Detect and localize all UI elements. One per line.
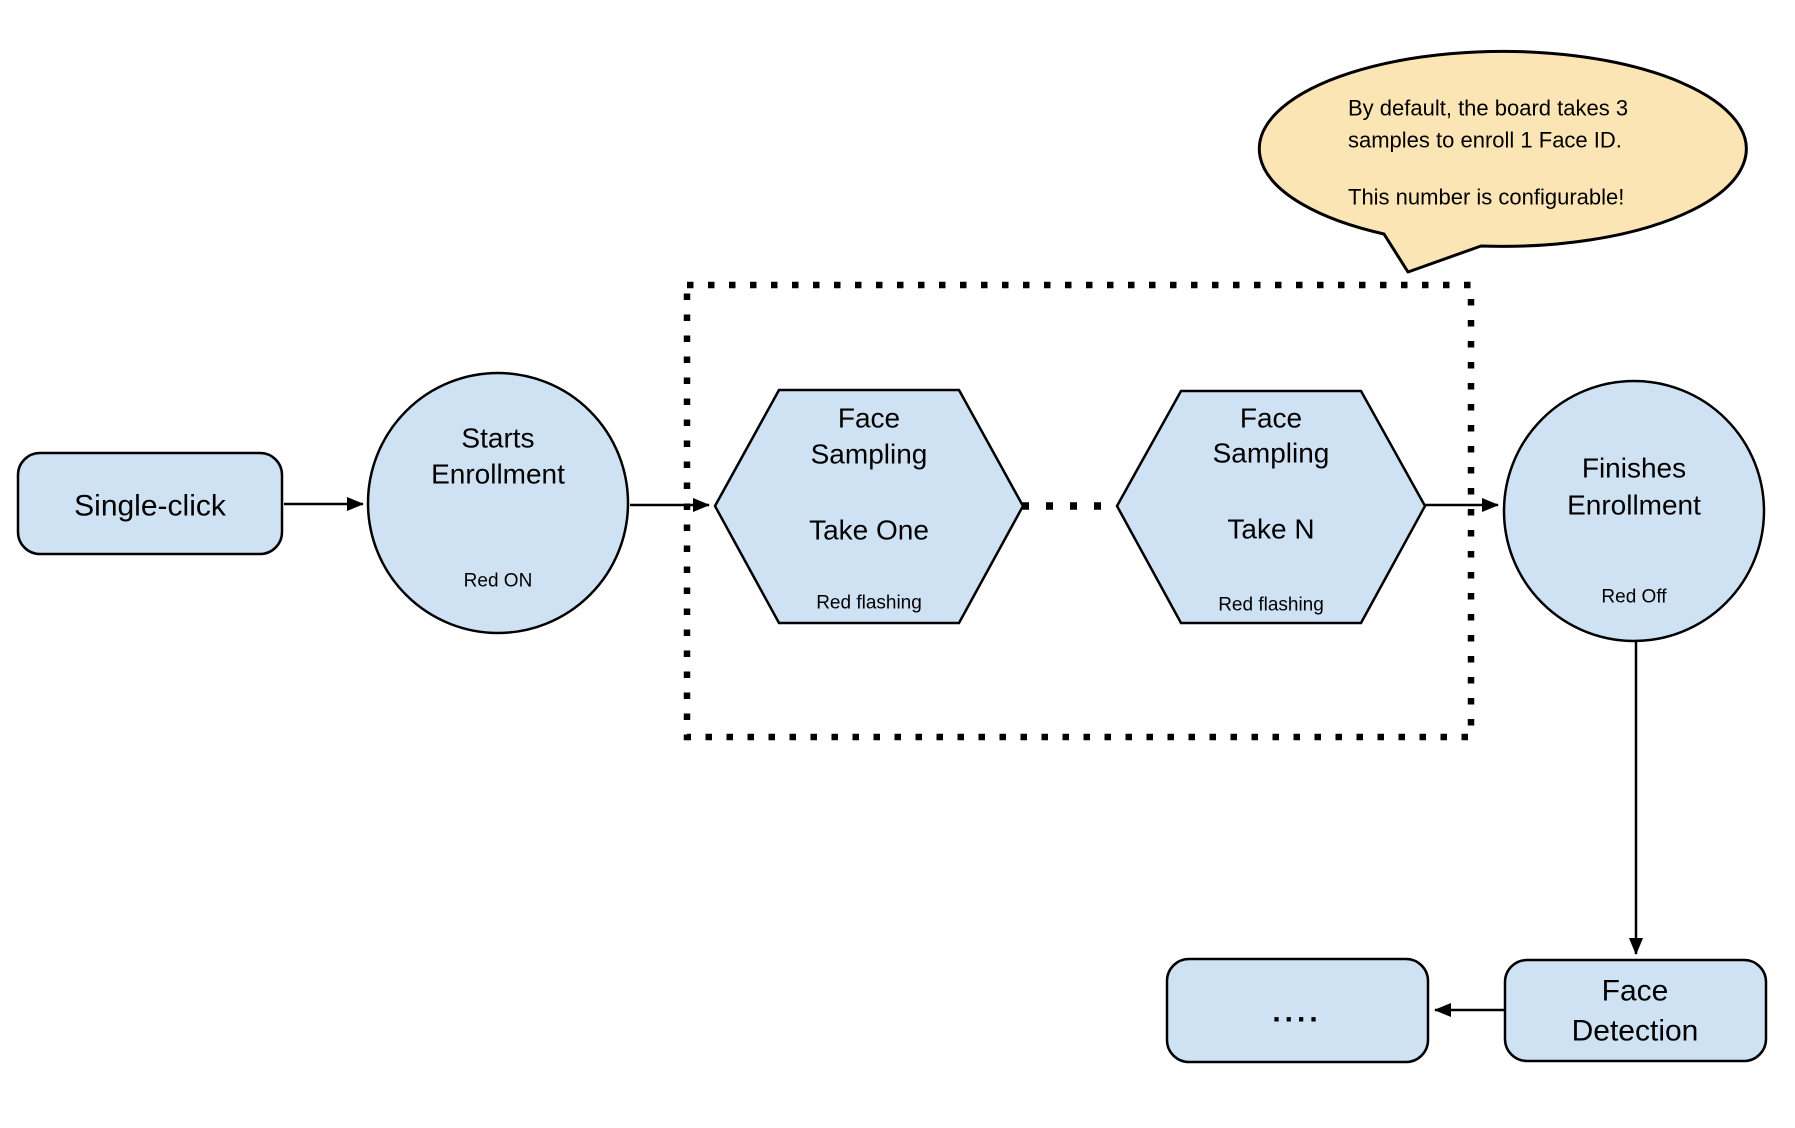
sampling-loop-dotted-boundary	[683, 281, 1475, 741]
node-starts-enrollment: Starts Enrollment Red ON	[366, 371, 630, 635]
starts-enrollment-shape	[366, 371, 630, 635]
node-face-sampling-take-one: Face Sampling Take One Red flashing	[713, 388, 1025, 625]
face-sampling-n-line-2: Sampling	[1213, 438, 1330, 469]
finishes-enrollment-shape	[1502, 379, 1766, 643]
face-detection-line-1: Face	[1602, 975, 1669, 1008]
face-sampling-n-status: Red flashing	[1218, 595, 1324, 616]
face-sampling-take-n-shape	[1115, 389, 1427, 625]
starts-enrollment-status: Red ON	[464, 571, 533, 592]
face-detection-line-2: Detection	[1572, 1015, 1699, 1048]
finishes-enrollment-status: Red Off	[1601, 587, 1667, 608]
finishes-enrollment-line-2: Enrollment	[1567, 490, 1701, 521]
node-finishes-enrollment: Finishes Enrollment Red Off	[1502, 379, 1766, 643]
node-continuation: ....	[1165, 957, 1430, 1064]
face-sampling-n-line-1: Face	[1240, 403, 1302, 434]
node-face-detection: Face Detection	[1503, 958, 1768, 1063]
face-sampling-one-line-1: Face	[838, 403, 900, 434]
face-sampling-one-status: Red flashing	[816, 593, 922, 614]
callout-bubble: By default, the board takes 3 samples to…	[1257, 49, 1748, 274]
starts-enrollment-line-2: Enrollment	[431, 459, 565, 490]
callout-balloon-shape	[1257, 49, 1748, 274]
node-face-sampling-take-n: Face Sampling Take N Red flashing	[1115, 389, 1427, 625]
single-click-shape	[16, 451, 284, 556]
face-sampling-take-one-shape	[713, 388, 1025, 625]
finishes-enrollment-line-1: Finishes	[1582, 453, 1686, 484]
callout-line-1: By default, the board takes 3	[1348, 96, 1628, 121]
callout-line-2: samples to enroll 1 Face ID.	[1348, 128, 1622, 153]
face-detection-shape	[1503, 958, 1768, 1063]
node-single-click: Single-click	[16, 451, 284, 556]
single-click-label: Single-click	[74, 490, 227, 523]
face-sampling-n-line-3: Take N	[1227, 514, 1314, 545]
continuation-shape	[1165, 957, 1430, 1064]
face-sampling-one-line-3: Take One	[809, 515, 929, 546]
callout-line-3: This number is configurable!	[1348, 185, 1624, 210]
face-sampling-one-line-2: Sampling	[811, 439, 928, 470]
continuation-label: ....	[1272, 996, 1321, 1029]
starts-enrollment-line-1: Starts	[461, 423, 534, 454]
